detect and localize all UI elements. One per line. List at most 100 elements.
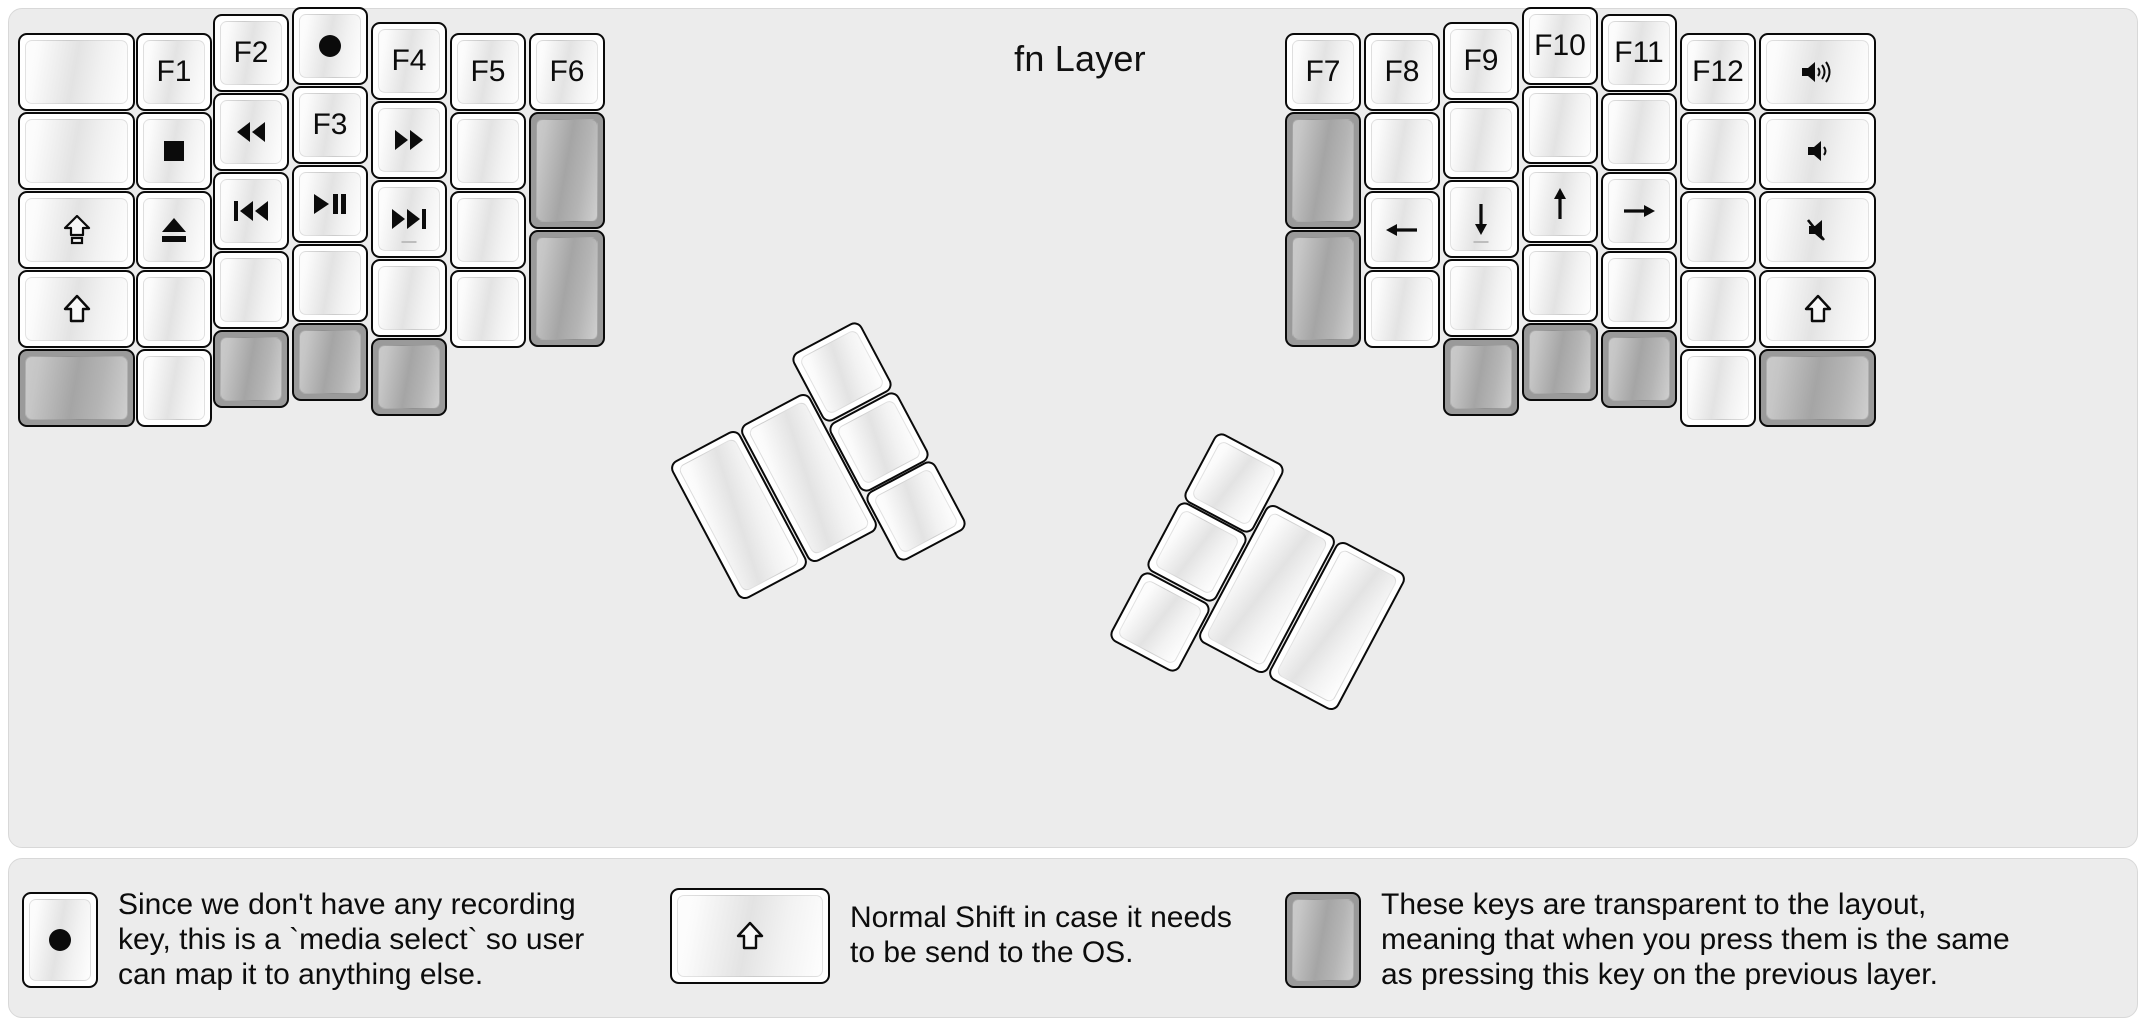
key-right-col-pinky-outer-0[interactable] xyxy=(1759,33,1876,111)
keycap-underbar-marker xyxy=(401,241,417,243)
key-right-col-index-1[interactable] xyxy=(1443,101,1519,179)
key-left-col-index-0[interactable]: F4 xyxy=(371,22,447,100)
keycap-face xyxy=(1371,277,1433,341)
keycap-face xyxy=(1766,277,1869,341)
key-left-col-pinky-1[interactable] xyxy=(136,112,212,190)
key-left-col-ring-1[interactable] xyxy=(213,93,289,171)
key-left-col-middle-1[interactable]: F3 xyxy=(292,86,368,164)
key-left-col-index-3[interactable] xyxy=(371,259,447,337)
key-left-col-ring-4[interactable] xyxy=(213,330,289,408)
legend-sample-keycap-1[interactable] xyxy=(670,888,830,984)
key-left-col-index-2[interactable] xyxy=(371,180,447,258)
keycap-face xyxy=(1608,100,1670,164)
legend-sample-keycap-face xyxy=(1292,899,1354,982)
key-right-col-ring-4[interactable] xyxy=(1601,330,1677,408)
key-right-col-pinky-0[interactable]: F12 xyxy=(1680,33,1756,111)
key-left-col-ring-0[interactable]: F2 xyxy=(213,14,289,92)
keycap-face xyxy=(1687,198,1749,262)
media-next-track-icon xyxy=(390,207,428,231)
keycap-face xyxy=(143,277,205,341)
key-left-col-inner-1-0[interactable]: F5 xyxy=(450,33,526,111)
keycap-face: F8 xyxy=(1371,40,1433,104)
key-right-col-inner-1-3[interactable] xyxy=(1364,270,1440,348)
keycap-face xyxy=(378,266,440,330)
keycap-face: F6 xyxy=(536,40,598,104)
key-right-col-pinky-outer-2[interactable] xyxy=(1759,191,1876,269)
keycap-face xyxy=(1766,198,1869,262)
keycap-face xyxy=(1766,356,1869,420)
key-left-col-pinky-outer-2[interactable] xyxy=(18,191,135,269)
key-left-col-pinky-4[interactable] xyxy=(136,349,212,427)
key-right-col-ring-1[interactable] xyxy=(1601,93,1677,171)
key-left-col-inner-2-1[interactable] xyxy=(529,112,605,229)
key-left-col-index-4[interactable] xyxy=(371,338,447,416)
key-right-col-ring-2[interactable] xyxy=(1601,172,1677,250)
keycap-face xyxy=(1687,356,1749,420)
key-right-col-pinky-3[interactable] xyxy=(1680,270,1756,348)
key-right-col-index-2[interactable] xyxy=(1443,180,1519,258)
volume-mute-icon xyxy=(1806,217,1829,243)
key-right-col-middle-1[interactable] xyxy=(1522,86,1598,164)
keycap-face xyxy=(1292,119,1354,222)
key-left-col-middle-3[interactable] xyxy=(292,244,368,322)
keycap-label: F7 xyxy=(1305,55,1341,88)
key-right-col-ring-3[interactable] xyxy=(1601,251,1677,329)
keycap-face: F10 xyxy=(1529,14,1591,78)
arrow-down-icon xyxy=(1469,201,1493,237)
shift-icon xyxy=(736,921,764,951)
key-left-col-inner-2-2[interactable] xyxy=(529,230,605,347)
key-right-col-inner-2-1[interactable] xyxy=(1285,112,1361,229)
key-right-col-inner-1-1[interactable] xyxy=(1364,112,1440,190)
key-right-col-inner-1-0[interactable]: F8 xyxy=(1364,33,1440,111)
keycap-face xyxy=(1687,277,1749,341)
key-left-col-pinky-3[interactable] xyxy=(136,270,212,348)
key-left-col-middle-4[interactable] xyxy=(292,323,368,401)
key-right-col-inner-2-0[interactable]: F7 xyxy=(1285,33,1361,111)
key-right-col-middle-3[interactable] xyxy=(1522,244,1598,322)
key-right-col-index-0[interactable]: F9 xyxy=(1443,22,1519,100)
key-left-col-inner-2-0[interactable]: F6 xyxy=(529,33,605,111)
legend-sample-keycap-2[interactable] xyxy=(1285,892,1361,989)
key-right-col-middle-0[interactable]: F10 xyxy=(1522,7,1598,85)
media-playpause-icon xyxy=(312,192,348,216)
key-left-col-middle-0[interactable] xyxy=(292,7,368,85)
key-right-col-inner-1-2[interactable] xyxy=(1364,191,1440,269)
key-left-col-pinky-0[interactable]: F1 xyxy=(136,33,212,111)
key-right-col-inner-2-2[interactable] xyxy=(1285,230,1361,347)
keycap-face xyxy=(1608,258,1670,322)
key-left-col-index-1[interactable] xyxy=(371,101,447,179)
key-left-col-ring-2[interactable] xyxy=(213,172,289,250)
key-left-col-ring-3[interactable] xyxy=(213,251,289,329)
key-left-col-pinky-2[interactable] xyxy=(136,191,212,269)
media-record-icon xyxy=(47,927,73,953)
key-right-col-middle-4[interactable] xyxy=(1522,323,1598,401)
key-left-col-pinky-outer-1[interactable] xyxy=(18,112,135,190)
keycap-label: F11 xyxy=(1614,36,1664,69)
key-right-col-ring-0[interactable]: F11 xyxy=(1601,14,1677,92)
legend-item-1: Normal Shift in case it needs to be send… xyxy=(670,888,1232,984)
keycap-face xyxy=(1529,172,1591,236)
key-left-col-pinky-outer-3[interactable] xyxy=(18,270,135,348)
key-left-col-pinky-outer-4[interactable] xyxy=(18,349,135,427)
key-left-col-inner-1-2[interactable] xyxy=(450,191,526,269)
key-right-col-index-3[interactable] xyxy=(1443,259,1519,337)
key-right-col-middle-2[interactable] xyxy=(1522,165,1598,243)
key-left-col-inner-1-3[interactable] xyxy=(450,270,526,348)
key-right-col-index-4[interactable] xyxy=(1443,338,1519,416)
key-right-col-pinky-2[interactable] xyxy=(1680,191,1756,269)
keycap-face xyxy=(1450,108,1512,172)
key-right-col-pinky-outer-1[interactable] xyxy=(1759,112,1876,190)
keycap-underbar-marker xyxy=(1473,241,1489,243)
arrow-up-icon xyxy=(1548,186,1572,222)
volume-down-icon xyxy=(1806,138,1830,164)
key-left-col-inner-1-1[interactable] xyxy=(450,112,526,190)
legend-sample-keycap-0[interactable] xyxy=(22,892,98,989)
key-left-col-middle-2[interactable] xyxy=(292,165,368,243)
legend-item-text-0: Since we don't have any recording key, t… xyxy=(118,888,585,991)
key-right-col-pinky-4[interactable] xyxy=(1680,349,1756,427)
key-right-col-pinky-1[interactable] xyxy=(1680,112,1756,190)
key-right-col-pinky-outer-4[interactable] xyxy=(1759,349,1876,427)
keycap-face xyxy=(1766,40,1869,104)
key-left-col-pinky-outer-0[interactable] xyxy=(18,33,135,111)
key-right-col-pinky-outer-3[interactable] xyxy=(1759,270,1876,348)
